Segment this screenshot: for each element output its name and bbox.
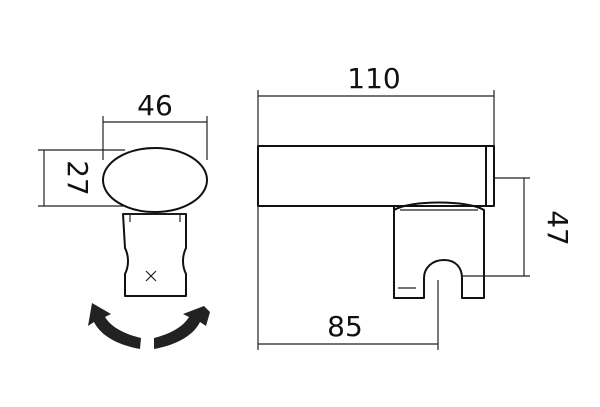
stem-outline xyxy=(122,213,187,297)
side-view: 110 47 85 xyxy=(257,62,574,350)
body-end-cap xyxy=(485,145,495,207)
body-rectangle xyxy=(257,145,487,207)
knob-ellipse xyxy=(102,147,208,213)
curved-arrows-icon xyxy=(88,303,210,349)
knob-view: 46 27 xyxy=(38,89,208,297)
dim-110-label: 110 xyxy=(347,62,400,95)
dim-47-label: 47 xyxy=(541,210,574,246)
dim-85-label: 85 xyxy=(327,310,363,343)
holder-outline xyxy=(393,201,485,299)
center-mark-b xyxy=(145,270,157,282)
dim-46-label: 46 xyxy=(137,89,173,122)
left-curved-arrow xyxy=(88,303,141,349)
right-curved-arrow xyxy=(154,306,210,349)
dim-27-label: 27 xyxy=(61,160,94,196)
